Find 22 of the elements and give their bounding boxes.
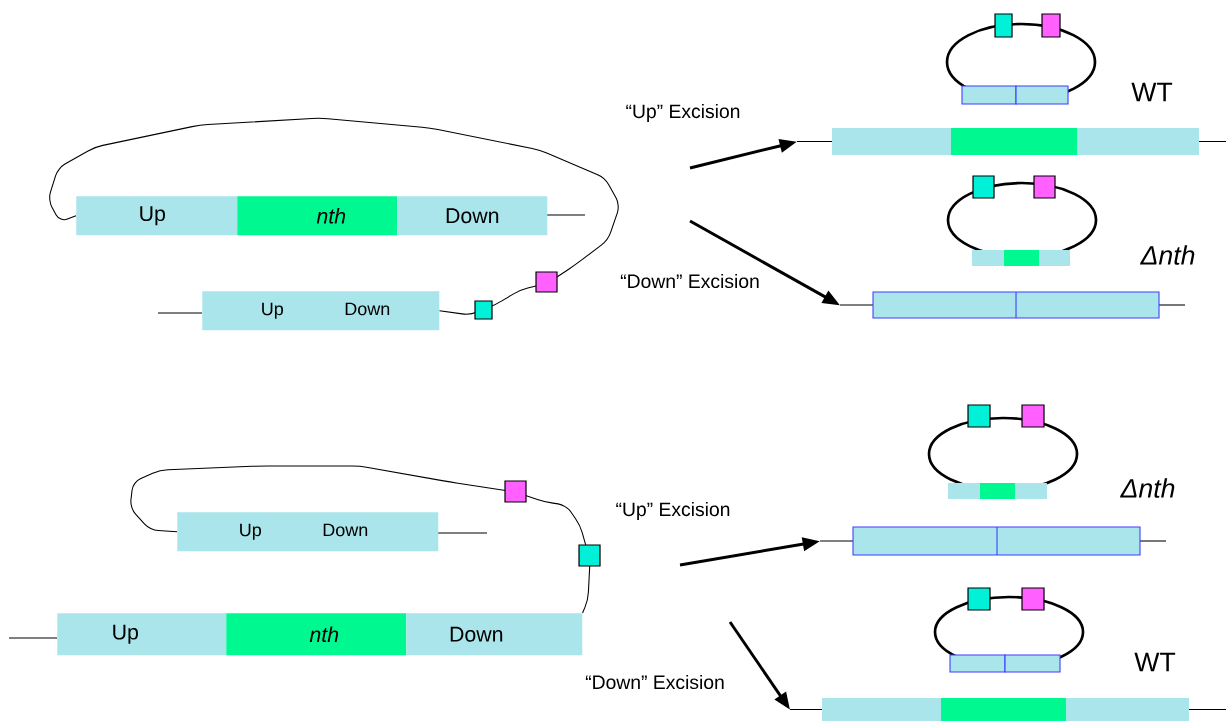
- gene-segment: Up: [57, 613, 227, 656]
- chromosome-bar: [839, 291, 1186, 319]
- plasmid-backbone: [130, 465, 591, 614]
- excision-label: “Up” Excision: [626, 104, 740, 122]
- gene-segment: Up Down: [177, 512, 439, 552]
- genotype-label: WT: [1134, 652, 1176, 672]
- gene-segment: nth: [226, 613, 407, 656]
- gene-segment: nth: [237, 196, 398, 236]
- excision-label: “Down” Excision: [585, 674, 724, 690]
- plasmid-backbone: [49, 117, 619, 315]
- gene-segment: Up Down: [202, 291, 440, 331]
- chromosome-bar: [796, 128, 1226, 155]
- gene-segment: Up: [76, 196, 238, 236]
- chromosome-bar: [789, 698, 1226, 721]
- excision-label: “Up” Excision: [616, 502, 730, 520]
- gene-segment: Down: [397, 196, 548, 236]
- genotype-label: Δnth: [1140, 245, 1195, 265]
- chromosome-bar: [819, 526, 1167, 556]
- genotype-label: WT: [1131, 82, 1173, 102]
- gene-segment: Down: [406, 613, 583, 656]
- genotype-label: Δnth: [1120, 478, 1175, 498]
- excision-label: “Down” Excision: [620, 273, 759, 289]
